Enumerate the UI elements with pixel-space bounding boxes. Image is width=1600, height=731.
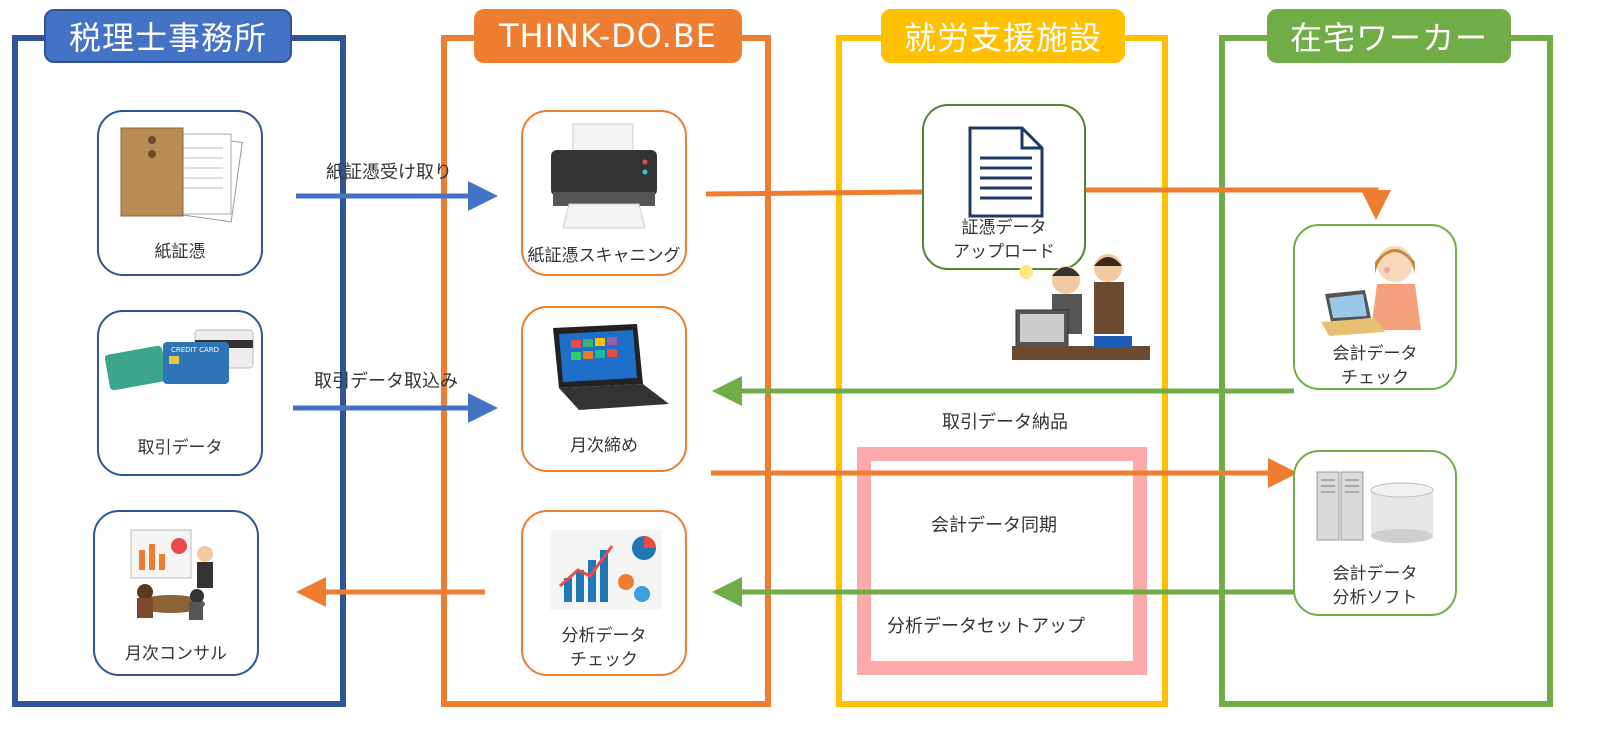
card-analysis-check[interactable]: 分析データ チェック (521, 510, 687, 676)
card-label-upload: 証憑データ アップロード (953, 218, 1055, 262)
tablet-icon (553, 324, 669, 410)
card-scanning[interactable]: 紙証憑スキャニング (521, 110, 687, 276)
card-label-transaction-data: 取引データ (137, 438, 223, 458)
card-transaction-data[interactable]: CREDIT CARD 取引データ (97, 310, 263, 476)
document-icon (968, 126, 1044, 218)
edge-label-import-transactions: 取引データ取込み (314, 371, 458, 392)
card-label-accounting-check: 会計データ チェック (1332, 344, 1418, 388)
card-accounting-check[interactable]: 会計データ チェック (1293, 224, 1457, 390)
meeting-icon (130, 529, 213, 620)
card-label-analysis-software: 会計データ 分析ソフト (1332, 564, 1418, 608)
card-label-analysis-check: 分析データ チェック (561, 626, 647, 670)
laptop-worker-icon (1321, 246, 1421, 336)
edge-label-deliver-transactions: 取引データ納品 (942, 412, 1068, 433)
card-upload[interactable]: 証憑データ アップロード (922, 104, 1086, 270)
lane-title-tax: 税理士事務所 (44, 9, 292, 63)
office-workers-icon (1012, 254, 1150, 360)
edge-label-receive-paper: 紙証憑受け取り (326, 162, 452, 183)
envelope-documents-icon (120, 127, 243, 223)
card-label-scanning: 紙証憑スキャニング (527, 246, 681, 266)
lane-title-support: 就労支援施設 (881, 9, 1125, 63)
card-paper-voucher[interactable]: 紙証憑 (97, 110, 263, 276)
card-label-monthly-consult: 月次コンサル (125, 644, 227, 664)
analytics-icon (550, 530, 662, 610)
lane-title-think: THINK-DO.BE (474, 9, 742, 63)
card-label-monthly-close: 月次締め (570, 436, 638, 456)
server-database-icon (1316, 471, 1434, 543)
lane-title-worker: 在宅ワーカー (1267, 9, 1511, 63)
card-label-paper-voucher: 紙証憑 (154, 242, 206, 262)
svg-text:CREDIT CARD: CREDIT CARD (171, 346, 219, 354)
edge-label-sync-accounting: 会計データ同期 (931, 515, 1057, 536)
highlight-box (857, 447, 1147, 675)
card-monthly-consult[interactable]: 月次コンサル (93, 510, 259, 676)
card-monthly-close[interactable]: 月次締め (521, 306, 687, 472)
arrow-upload-to-worker (705, 189, 923, 197)
arrow-upload-to-worker-2 (1086, 187, 1391, 220)
printer-icon (551, 123, 657, 229)
credit-card-icon: CREDIT CARD (104, 329, 254, 391)
card-analysis-software[interactable]: 会計データ 分析ソフト (1293, 450, 1457, 616)
edge-label-setup-analysis: 分析データセットアップ (887, 616, 1085, 637)
